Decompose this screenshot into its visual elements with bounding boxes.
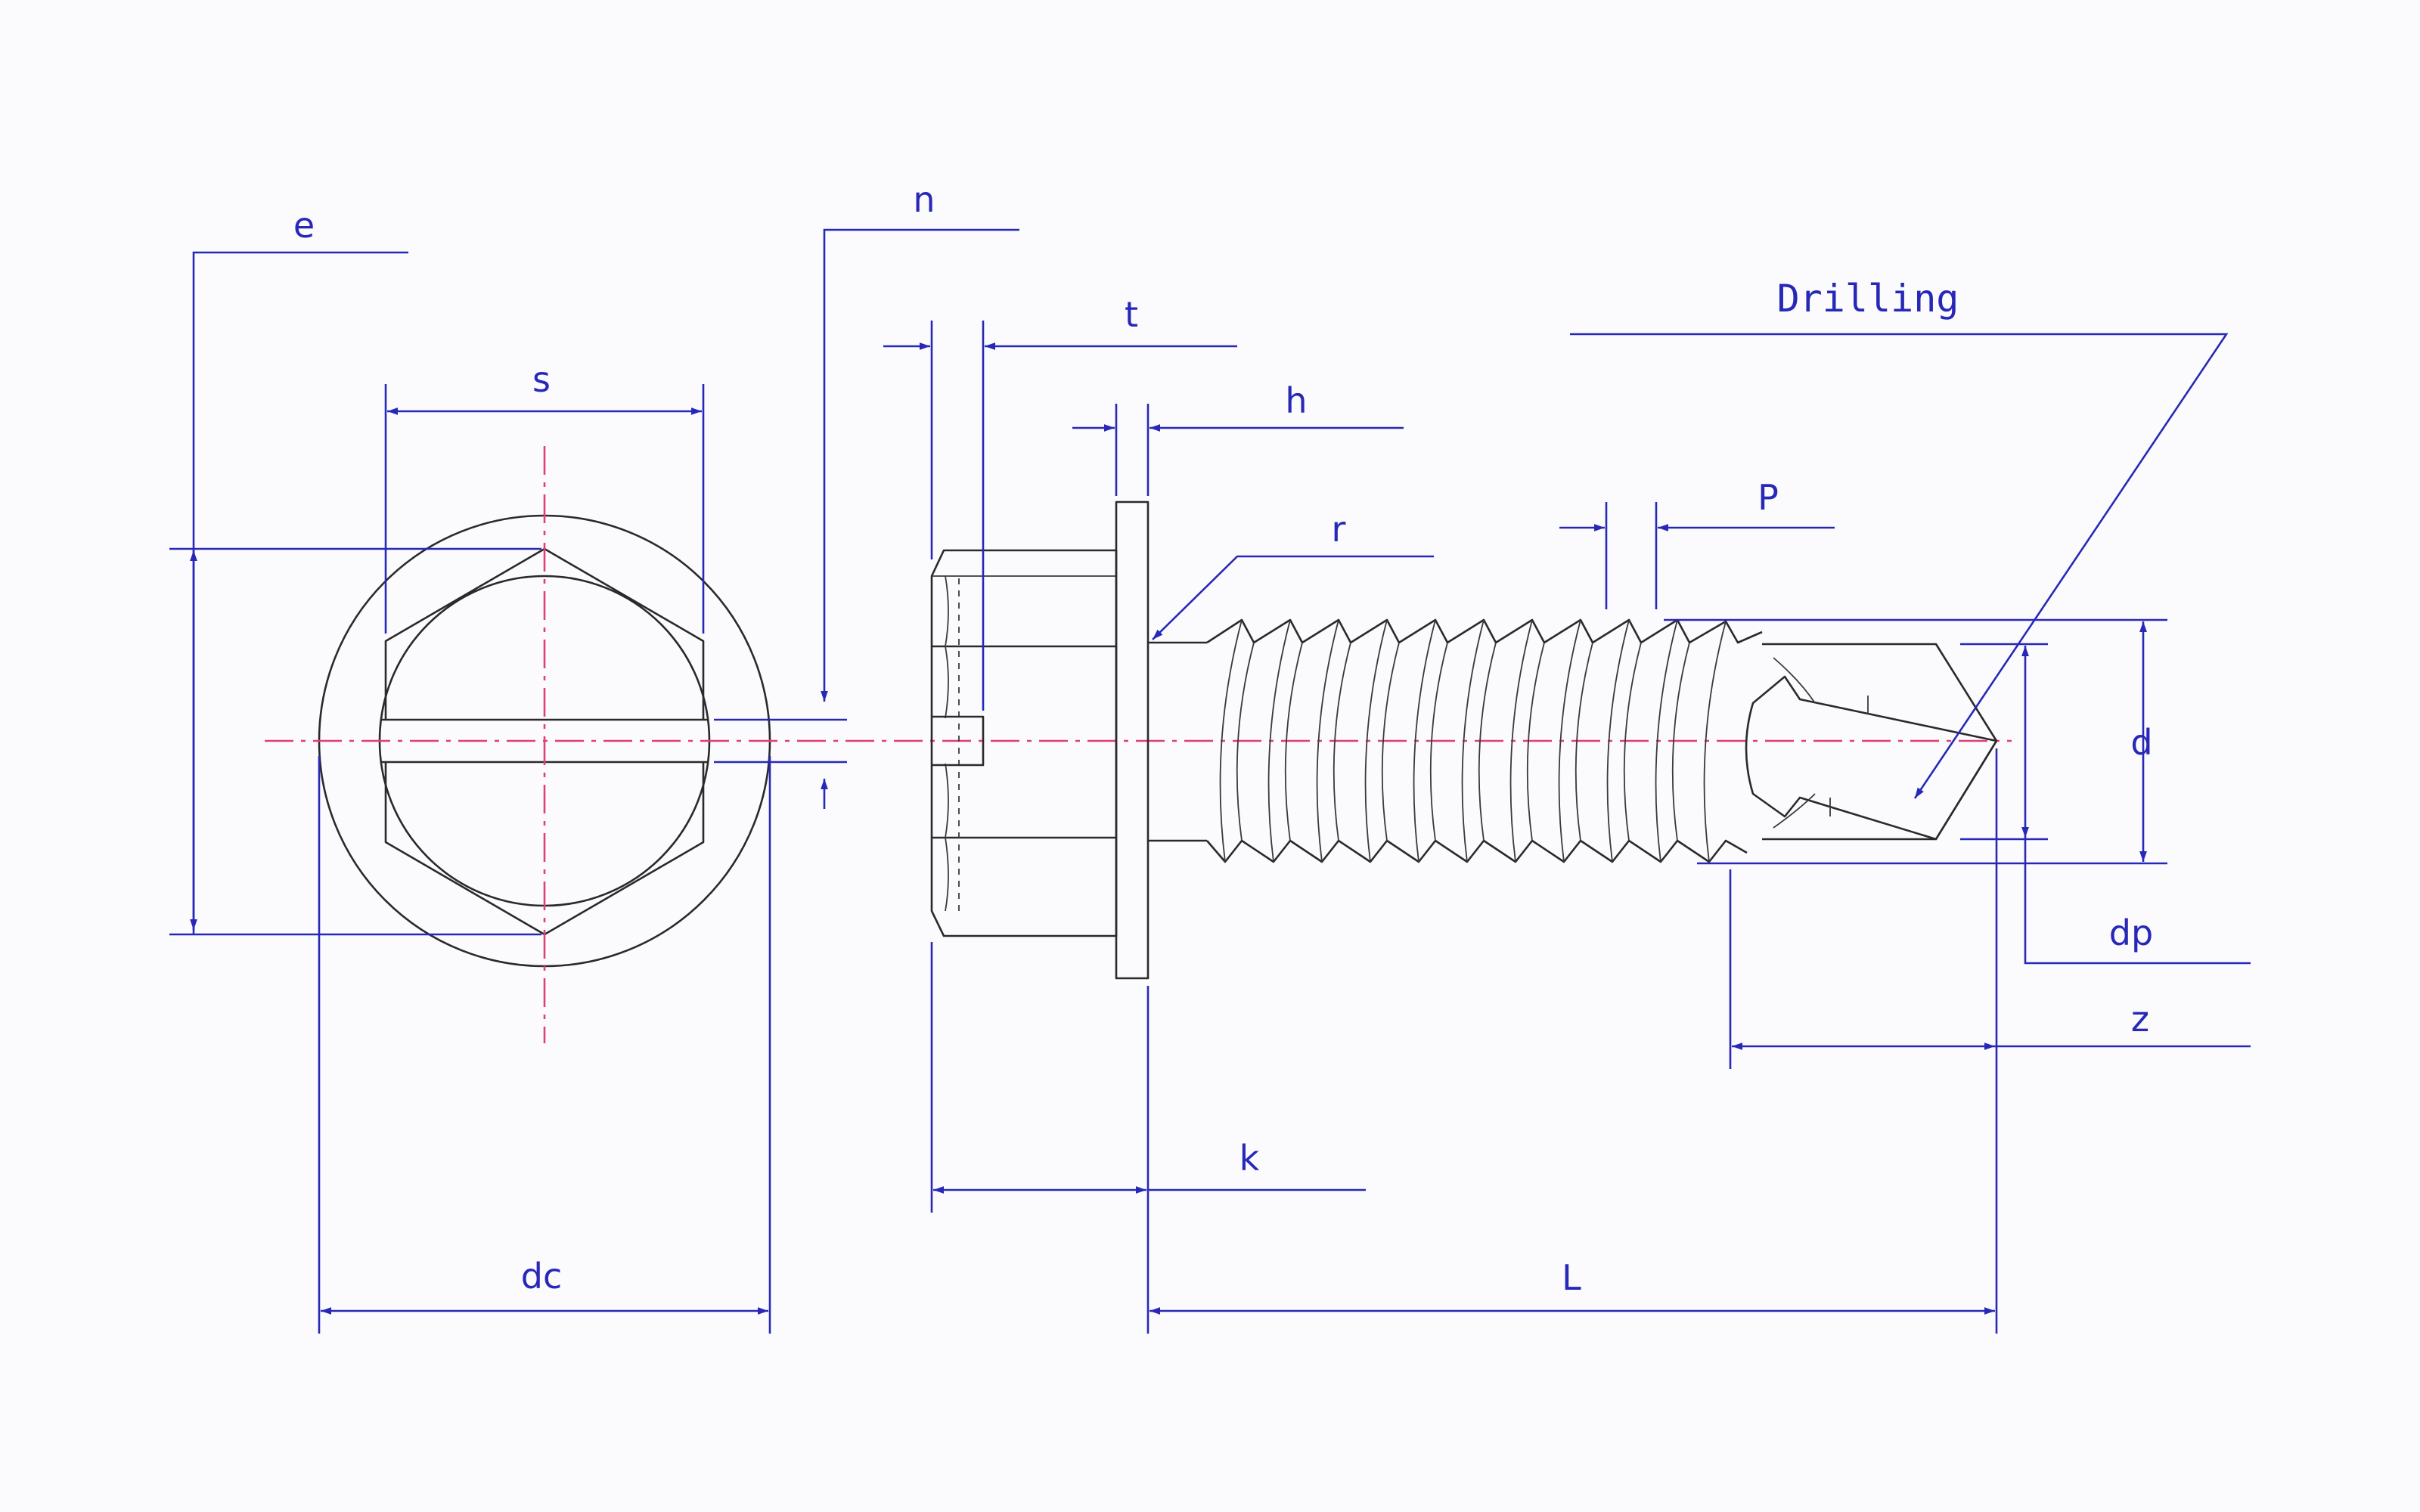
label-p: P: [1758, 477, 1779, 518]
label-n: n: [913, 179, 935, 220]
slot-side-view: [932, 715, 985, 767]
head-curve-1: [945, 575, 949, 647]
label-s: s: [532, 359, 551, 400]
thread-profile-bottom: [1206, 839, 1748, 863]
label-k: k: [1239, 1138, 1260, 1179]
label-e: e: [293, 205, 315, 246]
dimension-lines: [169, 228, 2251, 1334]
head-curve-2: [945, 646, 949, 719]
label-t: t: [1125, 294, 1138, 335]
label-drilling: Drilling: [1777, 277, 1959, 321]
dimension-labels: e s dc n t h r P Drilling d dp z k L: [293, 179, 2153, 1298]
label-dc: dc: [521, 1256, 563, 1297]
flute-curve-2: [1773, 793, 1816, 829]
thread-crest-lines: [1219, 619, 1727, 863]
dim-dp-leader: [2024, 838, 2251, 965]
dim-e-leader: [192, 251, 408, 934]
head-curve-4: [945, 837, 949, 912]
thread-profile-top: [1206, 618, 1763, 644]
drill-flute: [1745, 675, 1998, 841]
top-view: [318, 446, 771, 1043]
label-r: r: [1332, 509, 1346, 550]
label-dp: dp: [2109, 912, 2153, 953]
label-h: h: [1285, 380, 1307, 421]
dim-drilling-leader: [1570, 333, 2229, 799]
side-view: [930, 500, 1998, 980]
washer-flange: [1115, 500, 1150, 980]
label-L: L: [1562, 1257, 1581, 1298]
dim-r-leader: [1152, 555, 1434, 640]
flute-curve-1: [1773, 657, 1816, 704]
label-z: z: [2131, 999, 2149, 1040]
head-curve-3: [945, 763, 949, 838]
dim-n-leader: [821, 228, 1019, 702]
label-d: d: [2130, 722, 2152, 763]
